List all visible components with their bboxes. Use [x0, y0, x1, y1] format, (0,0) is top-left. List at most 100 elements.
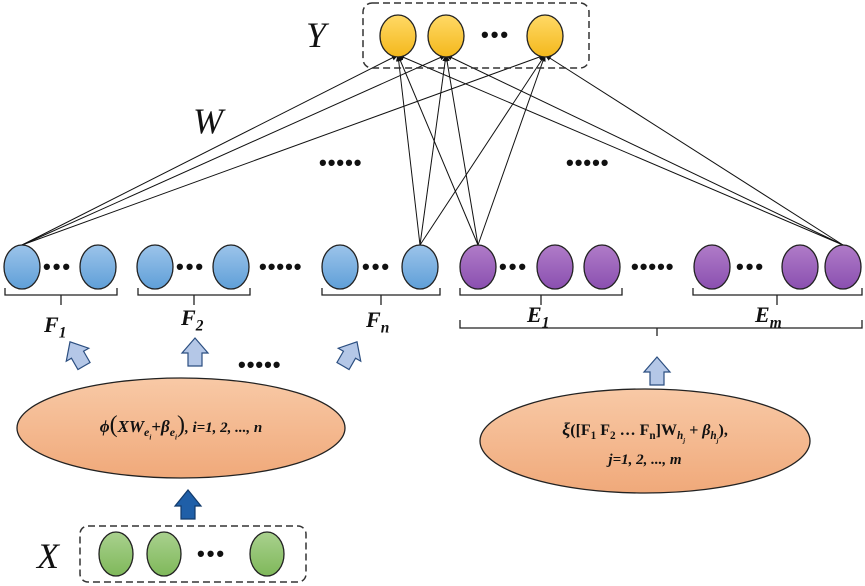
group-label-f1: F1	[44, 314, 66, 341]
group-brackets	[4, 288, 863, 336]
feature-groups-ellipsis: •••••	[259, 254, 303, 279]
output-node	[427, 14, 465, 58]
formula-h-sub-beta: h	[710, 429, 717, 442]
formula-plus-beta: +β	[151, 417, 170, 436]
group-label-e1: E1	[527, 304, 549, 331]
formula-j-sub-beta: j	[716, 437, 719, 445]
formula-open-paren: (	[109, 412, 118, 438]
edge-e1-y2	[444, 54, 479, 246]
formula-f1-sub: 1	[590, 429, 597, 442]
feature-node	[79, 244, 117, 290]
feature-mapping-formula: ϕ(XWei+βei), i=1, 2, ..., n	[28, 413, 334, 442]
arrow-input-to-feature	[173, 489, 203, 520]
formula-f2-base: F	[596, 422, 611, 439]
group-label-base: F	[181, 305, 196, 330]
group-label-base: F	[366, 307, 381, 332]
arrow-to-fn	[336, 340, 362, 371]
enhancement-groups-ellipsis: •••••	[631, 254, 675, 279]
formula-f2-sub: 2	[610, 429, 616, 442]
f2-ellipsis: •••	[176, 254, 206, 279]
enhancement-mapping-range: j=1, 2, ..., m	[608, 452, 682, 468]
input-label: X	[37, 536, 59, 576]
bracket-em	[692, 288, 863, 305]
enhancement-node	[824, 244, 862, 290]
input-layer-box	[79, 525, 307, 583]
bracket-enhancement-all	[459, 320, 863, 336]
enhancement-node-groups	[459, 244, 862, 290]
output-connections	[21, 54, 844, 246]
arrow-to-enhancement	[642, 356, 672, 386]
arrow-to-f1	[65, 340, 91, 371]
edge-fn-y3	[419, 54, 546, 246]
edge-em-y3	[544, 54, 844, 246]
input-layer	[79, 525, 307, 583]
group-label-sub: m	[769, 314, 782, 332]
enhancement-node	[536, 244, 574, 290]
bracket-e1	[459, 288, 623, 305]
arrow-to-f2	[180, 337, 210, 367]
formula-close-paren: )	[176, 412, 185, 438]
group-label-sub: n	[380, 319, 390, 337]
enhancement-mapping-formula: ξ([F1 F2 … Fn]Whj + βhj),	[490, 420, 800, 445]
formula-j-sub: j	[683, 437, 686, 445]
edge-em-y2	[445, 54, 844, 246]
edge-fn-y2	[419, 54, 448, 246]
phi-symbol: ϕ	[99, 417, 110, 436]
feature-node-groups	[3, 244, 439, 290]
edge-em-y1	[397, 54, 844, 246]
group-label-em: Em	[755, 304, 782, 331]
output-layer	[362, 2, 590, 69]
formula-close: ),	[718, 422, 728, 439]
output-label: Y	[306, 15, 327, 55]
group-label-base: E	[755, 302, 770, 327]
enhancement-mapping-ellipse	[479, 388, 811, 494]
input-ellipsis: •••	[197, 541, 227, 566]
edge-e1-y3	[477, 54, 546, 246]
formula-xw: XW	[117, 417, 145, 436]
em-ellipsis: •••	[736, 254, 766, 279]
mapping-ellipsis: •••••	[238, 352, 282, 377]
feature-node	[3, 244, 41, 290]
input-node	[146, 531, 182, 577]
group-label-sub: 2	[195, 317, 204, 335]
edge-e1-y1	[397, 54, 479, 246]
group-label-sub: 1	[541, 314, 550, 332]
bracket-f2	[137, 288, 251, 305]
formula-matrix-open: ([F	[570, 422, 591, 439]
formula-plus-beta: + β	[685, 422, 711, 439]
feature-node	[401, 244, 439, 290]
edge-f1-y1	[21, 54, 399, 246]
fn-ellipsis: •••	[362, 254, 392, 279]
feature-node	[212, 244, 250, 290]
group-label-sub: 1	[58, 324, 67, 342]
f1-ellipsis: •••	[43, 254, 73, 279]
feature-node	[321, 244, 359, 290]
output-node	[379, 14, 417, 58]
input-node	[249, 531, 285, 577]
formula-fn-sub: n	[649, 429, 656, 442]
formula-range: , i=1, 2, ..., n	[184, 420, 263, 436]
group-label-fn: Fn	[366, 309, 389, 336]
output-ellipsis: •••	[481, 22, 511, 47]
mapping-arrows	[65, 337, 672, 520]
group-label-base: E	[527, 302, 542, 327]
weights-ellipsis-right: •••••	[566, 150, 610, 175]
feature-node	[136, 244, 174, 290]
weights-label: W	[193, 101, 223, 141]
formula-e-sub-beta: e	[169, 425, 175, 440]
formula-i-sub: i	[149, 433, 152, 442]
output-layer-box	[362, 2, 590, 69]
edge-f1-y3	[21, 54, 546, 246]
enhancement-node	[459, 244, 497, 290]
bracket-f1	[4, 288, 118, 305]
xi-symbol: ξ	[562, 419, 571, 439]
formula-e-sub: e	[144, 425, 150, 440]
edge-f1-y2	[21, 54, 447, 246]
weights-ellipsis-left: •••••	[319, 150, 363, 175]
e1-ellipsis: •••	[499, 254, 529, 279]
input-node	[98, 531, 134, 577]
output-node	[526, 14, 564, 58]
group-label-base: F	[44, 312, 59, 337]
feature-mapping-ellipse	[16, 377, 346, 479]
